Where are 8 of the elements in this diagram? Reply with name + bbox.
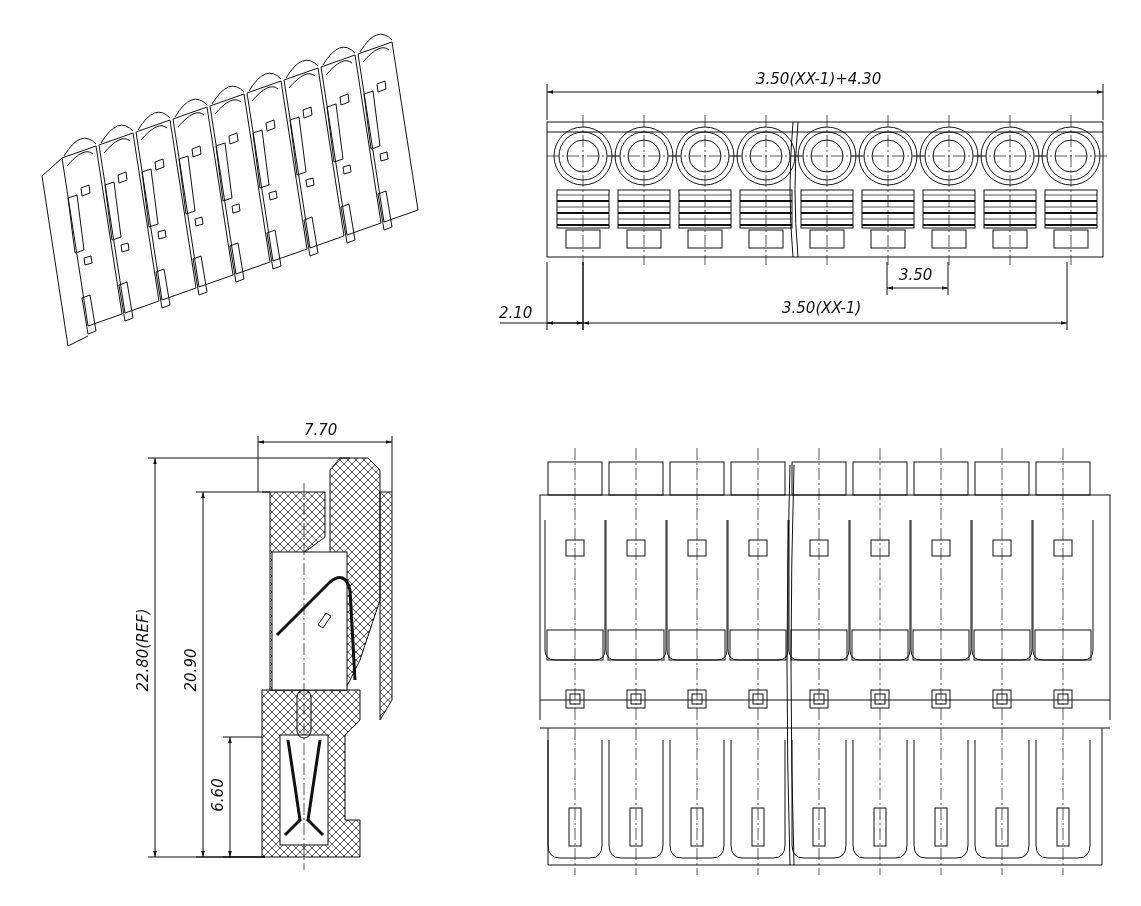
dimension-label: 22.80(REF) [134, 608, 152, 692]
dimension-label: 3.50 [899, 266, 933, 284]
dimension-label: 7.70 [304, 421, 338, 439]
dimension-label: 3.50(XX-1) [782, 299, 862, 317]
dimension-label: 3.50(XX-1)+4.30 [756, 70, 882, 88]
dimension-label: 20.90 [182, 648, 200, 692]
dimension-label: 6.60 [209, 778, 227, 812]
dimension-label: 2.10 [499, 304, 533, 322]
